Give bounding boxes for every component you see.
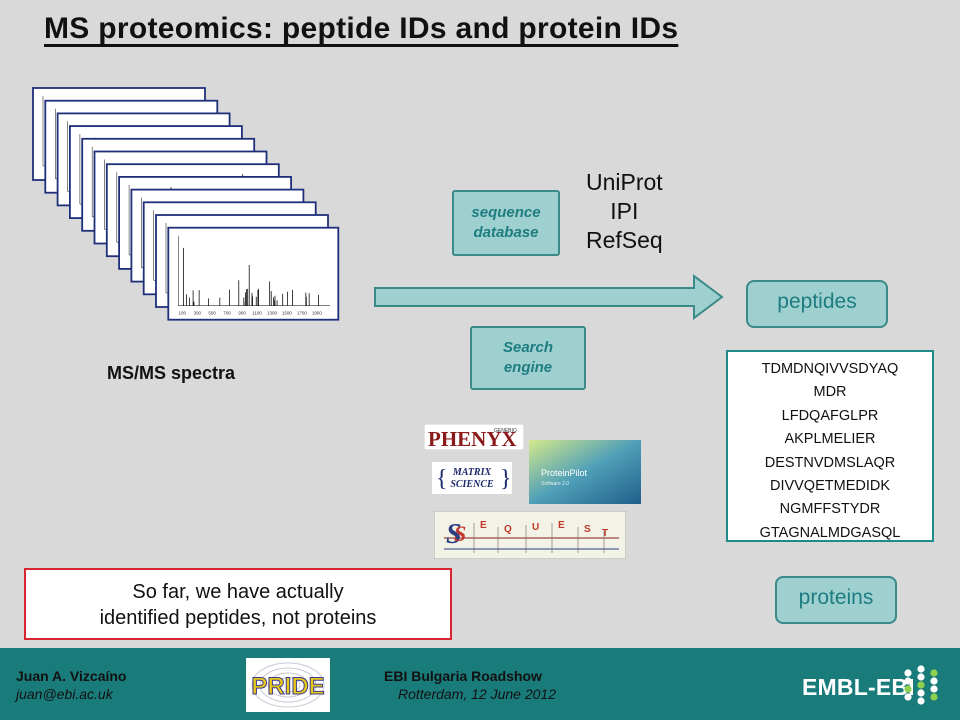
embl-hex-dot	[930, 693, 938, 701]
spectrum-card	[167, 226, 340, 321]
spectrum-tick-label: 300	[193, 311, 201, 316]
svg-text:}: }	[500, 466, 512, 492]
sequest-letter: U	[532, 522, 539, 533]
pride-logo-text: PRIDE	[251, 673, 324, 700]
genebio-text: GENEBIO	[494, 428, 517, 434]
embl-hex-dot	[904, 685, 912, 693]
proteinpilot-text: ProteinPilot	[541, 468, 588, 478]
peptide-sequence: NGMFFSTYDR	[779, 501, 881, 518]
search-engine-label-2: engine	[503, 359, 553, 376]
proteins-pill: proteins	[775, 576, 897, 624]
spectrum-tick-label: 700	[223, 311, 231, 316]
callout-line-2: identified peptides, not proteins	[99, 607, 377, 629]
embl-hex-dot	[930, 669, 938, 677]
msms-spectra-label: MS/MS spectra	[107, 363, 236, 383]
database-ipi: IPI	[610, 198, 639, 224]
embl-hex-dot	[904, 693, 912, 701]
peptide-sequence: GTAGNALMDGASQL	[759, 524, 901, 541]
search-engine-box: Search engine	[470, 326, 586, 390]
sequest-letter: Q	[504, 524, 512, 535]
footer-email: juan@ebi.ac.uk	[16, 686, 113, 702]
spectrum-tick-label: 1100	[252, 311, 262, 316]
peptide-sequence: DESTNVDMSLAQR	[764, 454, 896, 471]
svg-text:S: S	[446, 519, 462, 550]
peptide-sequence: DIVVQETMEDIDK	[769, 478, 891, 495]
embl-ebi-logo-text: EMBL-EBI	[802, 674, 915, 700]
peptide-sequence: TDMDNQIVVSDYAQ	[761, 361, 899, 377]
proteinpilot-version-text: Software 2.0	[541, 481, 569, 487]
callout-line-1: So far, we have actually	[132, 581, 344, 603]
embl-hex-dot	[917, 681, 925, 689]
sequest-letter: E	[558, 520, 565, 531]
sequest-letter: T	[602, 528, 608, 539]
sequence-database-label-1: sequence	[471, 204, 541, 221]
search-engine-label-1: Search	[502, 339, 554, 356]
embl-hex-dot	[904, 669, 912, 677]
sequest-letter: S	[584, 524, 591, 535]
spectrum-tick-label: 1700	[297, 311, 308, 316]
embl-hex-dot	[917, 665, 925, 673]
footer-bar: Juan A. Vizcaíno juan@ebi.ac.uk PRIDE EB…	[0, 648, 960, 720]
embl-hex-dot	[930, 685, 938, 693]
footer-event: EBI Bulgaria Roadshow	[384, 668, 542, 684]
sequest-letter: E	[480, 520, 487, 531]
phenyx-logo-text: PHENYX	[428, 427, 517, 450]
svg-text:S: S	[454, 521, 466, 546]
peptide-sequence: LFDQAFGLPR	[781, 407, 879, 424]
matrix-text: MATRIX	[452, 467, 492, 478]
phenyx-logo: PHENYX GENEBIO	[424, 424, 524, 450]
spectrum-tick-label: 1900	[312, 311, 323, 316]
spectrum-tick-label: 1500	[282, 311, 293, 316]
msms-spectra-stack: 100 300 500 700 900 1100 1300 1500 1700 1900	[32, 87, 340, 321]
flow-arrow-icon	[374, 274, 724, 320]
footer-author: Juan A. Vizcaíno	[16, 668, 127, 684]
peptide-sequence: MDR	[813, 384, 847, 401]
database-refseq: RefSeq	[586, 227, 663, 253]
embl-hex-dot	[904, 677, 912, 685]
peptide-sequence: AKPLMELIER	[784, 431, 876, 448]
embl-ebi-hex-icon	[904, 665, 938, 705]
database-uniprot: UniProt	[586, 169, 663, 195]
spectrum-tick-label: 1300	[267, 311, 278, 316]
embl-hex-dot	[917, 689, 925, 697]
science-text: SCIENCE	[450, 479, 494, 490]
spectrum-tick-label: 100	[179, 311, 187, 316]
slide-title: MS proteomics: peptide IDs and protein I…	[44, 12, 679, 45]
peptides-pill: peptides	[746, 280, 888, 328]
footer-event-place: Rotterdam, 12 June 2012	[398, 686, 556, 702]
sequence-database-label-2: database	[473, 224, 539, 241]
matrix-science-logo: { } MATRIX SCIENCE	[432, 462, 512, 494]
peptides-not-proteins-callout: So far, we have actually identified pept…	[24, 568, 452, 640]
proteinpilot-logo: ProteinPilot Software 2.0	[529, 440, 641, 504]
embl-hex-dot	[917, 673, 925, 681]
spectra-graphic: 100 300 500 700 900 1100 1300 1500 1700 1900	[32, 87, 340, 321]
sequence-database-box: sequence database	[452, 190, 560, 256]
embl-hex-dot	[930, 677, 938, 685]
database-list: UniProt IPI RefSeq	[586, 168, 663, 255]
svg-text:{: {	[436, 466, 448, 492]
embl-hex-dot	[917, 697, 925, 705]
spectrum-tick-label: 500	[208, 311, 216, 316]
spectrum-tick-label: 900	[238, 311, 246, 316]
peptide-sequence-list: TDMDNQIVVSDYAQ MDR LFDQAFGLPR AKPLMELIER…	[726, 350, 934, 542]
pride-logo: PRIDE	[246, 658, 330, 712]
